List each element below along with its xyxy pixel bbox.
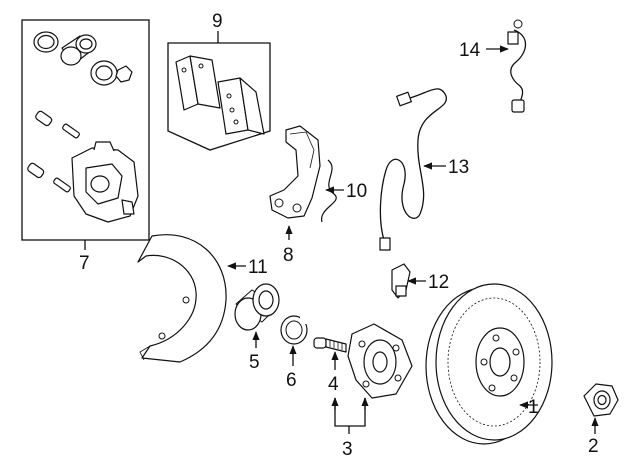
caliper-kit-group (21, 19, 150, 241)
brake-pad-frame (167, 42, 271, 151)
caliper-bleeder-clip (115, 65, 133, 83)
brake-rotor (425, 283, 553, 445)
splash-shield (137, 234, 227, 363)
wheel-bearing (234, 283, 280, 331)
caliper-guide-pins (27, 110, 80, 193)
leader-lines (84, 31, 599, 434)
wheel-hub (347, 323, 413, 399)
brake-pad-group (167, 42, 271, 151)
brake-pad-left (175, 55, 221, 111)
wear-sensor-wire (321, 159, 337, 223)
wheel-stud (313, 337, 347, 353)
caliper-bracket (269, 125, 321, 219)
callout-4: 4 (328, 374, 339, 395)
hub-nut (583, 383, 619, 417)
callout-1: 1 (528, 397, 539, 418)
callout-14: 14 (459, 40, 481, 61)
callout-5: 5 (249, 352, 260, 373)
callout-11: 11 (248, 257, 268, 278)
callout-7: 7 (79, 253, 90, 274)
caliper-body (71, 141, 139, 223)
callout-2: 2 (588, 436, 599, 457)
brake-pad-right (217, 77, 265, 135)
callout-6: 6 (286, 370, 297, 391)
callout-13: 13 (448, 157, 469, 178)
abs-sensor-harness (379, 88, 447, 251)
callout-8: 8 (283, 245, 294, 266)
brake-hose (507, 19, 527, 113)
callout-labels: 1 2 3 4 5 6 7 8 9 10 11 12 13 14 (79, 11, 599, 460)
snap-ring (280, 314, 308, 345)
callout-3: 3 (342, 439, 353, 460)
callout-10: 10 (346, 181, 367, 202)
abs-sensor (391, 263, 411, 299)
callout-9: 9 (212, 11, 223, 32)
caliper-piston-boot (90, 60, 118, 86)
caliper-piston (60, 34, 97, 66)
callout-12: 12 (428, 272, 449, 293)
